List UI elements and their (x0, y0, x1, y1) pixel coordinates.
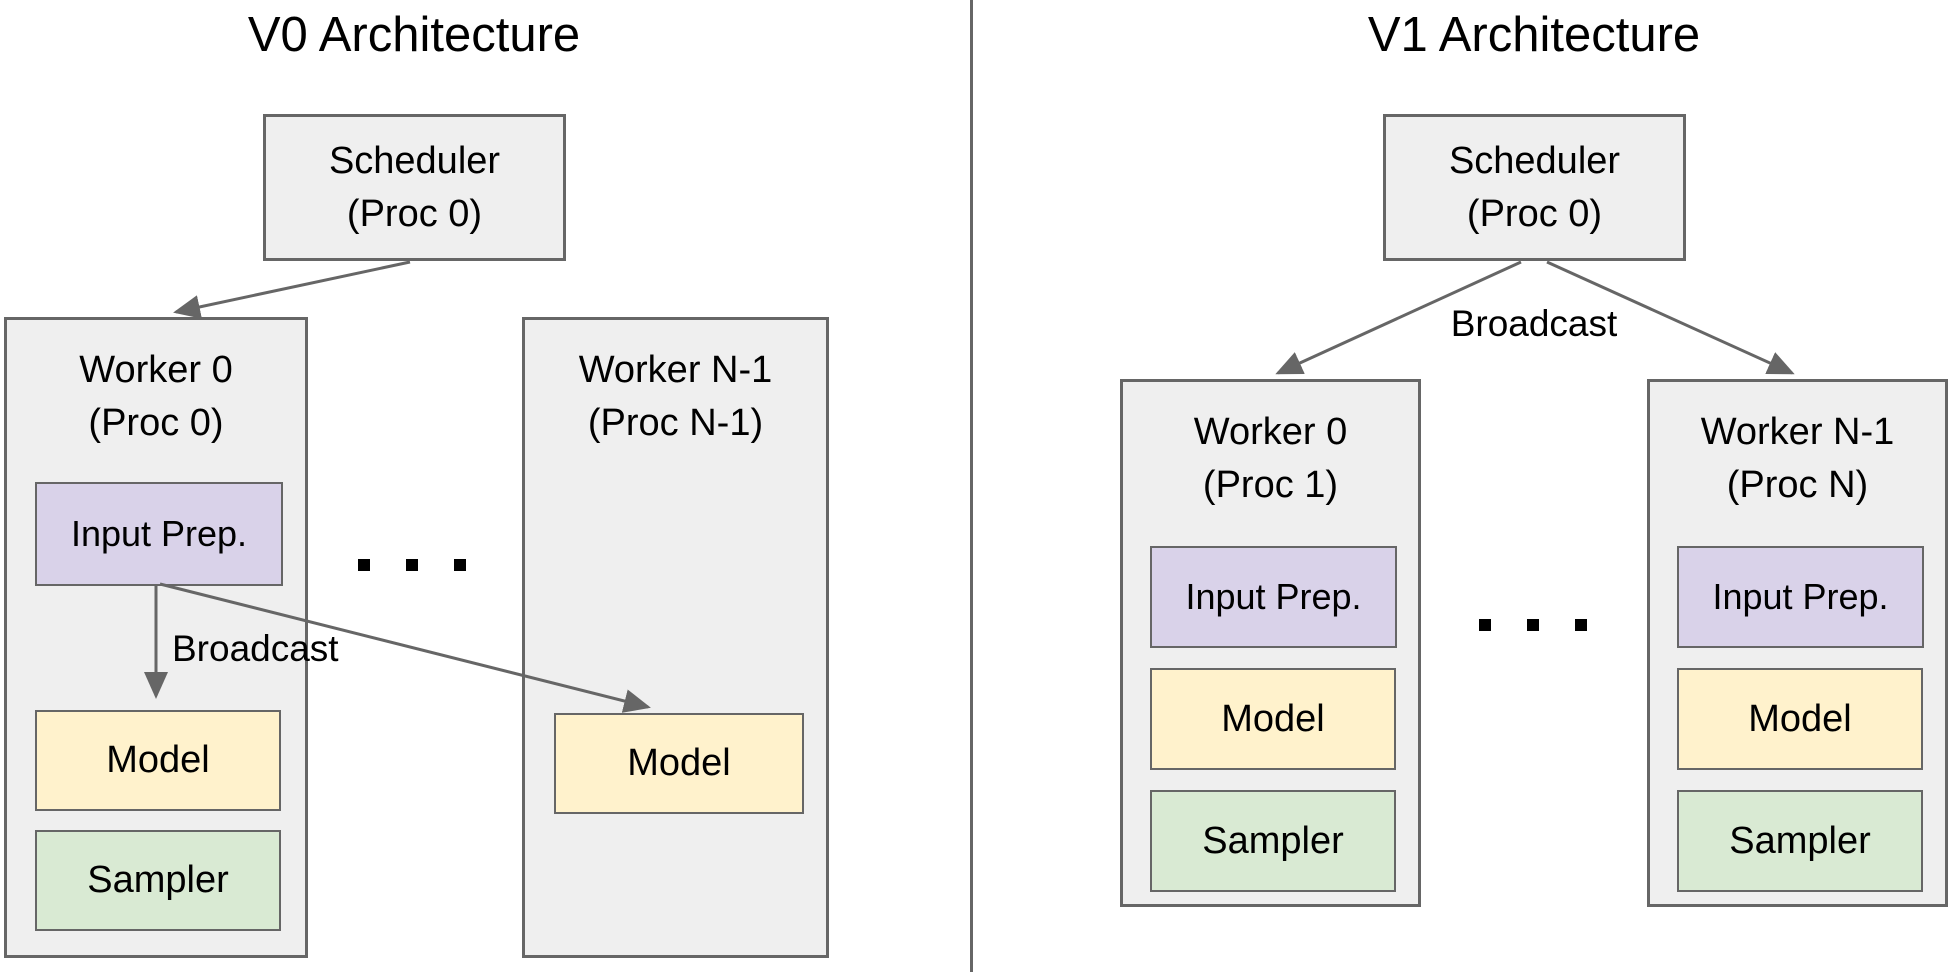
v1-workerN-model-box: Model (1677, 668, 1923, 770)
v1-broadcast-label: Broadcast (1450, 303, 1618, 344)
v0-worker0-label: Worker 0 (Proc 0) (7, 320, 305, 450)
v0-worker0-model-box: Model (35, 710, 281, 811)
v1-ellipsis-icon (1479, 619, 1587, 631)
v0-worker0-label-line1: Worker 0 (79, 349, 233, 391)
v0-workerN-label-line1: Worker N-1 (578, 349, 773, 391)
dot-icon (406, 559, 418, 571)
v1-worker0-box: Worker 0 (Proc 1) Input Prep. Model Samp… (1120, 379, 1421, 907)
dot-icon (1527, 619, 1539, 631)
v1-worker0-sampler-box: Sampler (1150, 790, 1396, 892)
v0-ellipsis-icon (358, 559, 466, 571)
v1-workerN-box: Worker N-1 (Proc N) Input Prep. Model Sa… (1647, 379, 1948, 907)
v0-worker0-sampler-box: Sampler (35, 830, 281, 931)
v1-scheduler-box: Scheduler (Proc 0) (1383, 114, 1686, 261)
v0-scheduler-label-line1: Scheduler (328, 139, 501, 182)
v1-scheduler-label-line1: Scheduler (1448, 139, 1621, 182)
v0-workerN-label: Worker N-1 (Proc N-1) (525, 320, 826, 450)
v0-workerN-label-line2: (Proc N-1) (587, 402, 764, 444)
v1-scheduler-label-line2: (Proc 0) (1466, 192, 1603, 235)
v1-panel-title: V1 Architecture (1367, 8, 1701, 62)
v0-panel-title: V0 Architecture (247, 8, 581, 62)
v1-workerN-label-line1: Worker N-1 (1700, 411, 1895, 453)
v1-worker0-label-line2: (Proc 1) (1202, 464, 1339, 506)
v0-worker0-input-prep-box: Input Prep. (35, 482, 283, 586)
v0-worker0-label-line2: (Proc 0) (88, 402, 224, 444)
v0-scheduler-box: Scheduler (Proc 0) (263, 114, 566, 261)
v0-arrow-scheduler-to-worker0 (173, 260, 411, 319)
v1-workerN-label-line2: (Proc N) (1726, 464, 1869, 506)
v0-workerN-box: Worker N-1 (Proc N-1) Model (522, 317, 829, 958)
v0-broadcast-label: Broadcast (172, 628, 339, 669)
v0-scheduler-label-line2: (Proc 0) (346, 192, 483, 235)
v1-worker0-input-prep-box: Input Prep. (1150, 546, 1397, 648)
v1-workerN-input-prep-box: Input Prep. (1677, 546, 1924, 648)
panel-divider (970, 0, 973, 972)
v1-worker0-label: Worker 0 (Proc 1) (1123, 382, 1418, 512)
v1-workerN-label: Worker N-1 (Proc N) (1650, 382, 1945, 512)
dot-icon (1575, 619, 1587, 631)
v1-worker0-label-line1: Worker 0 (1193, 411, 1348, 453)
dot-icon (1479, 619, 1491, 631)
v0-workerN-model-box: Model (554, 713, 804, 814)
dot-icon (454, 559, 466, 571)
v1-worker0-model-box: Model (1150, 668, 1396, 770)
v1-workerN-sampler-box: Sampler (1677, 790, 1923, 892)
dot-icon (358, 559, 370, 571)
